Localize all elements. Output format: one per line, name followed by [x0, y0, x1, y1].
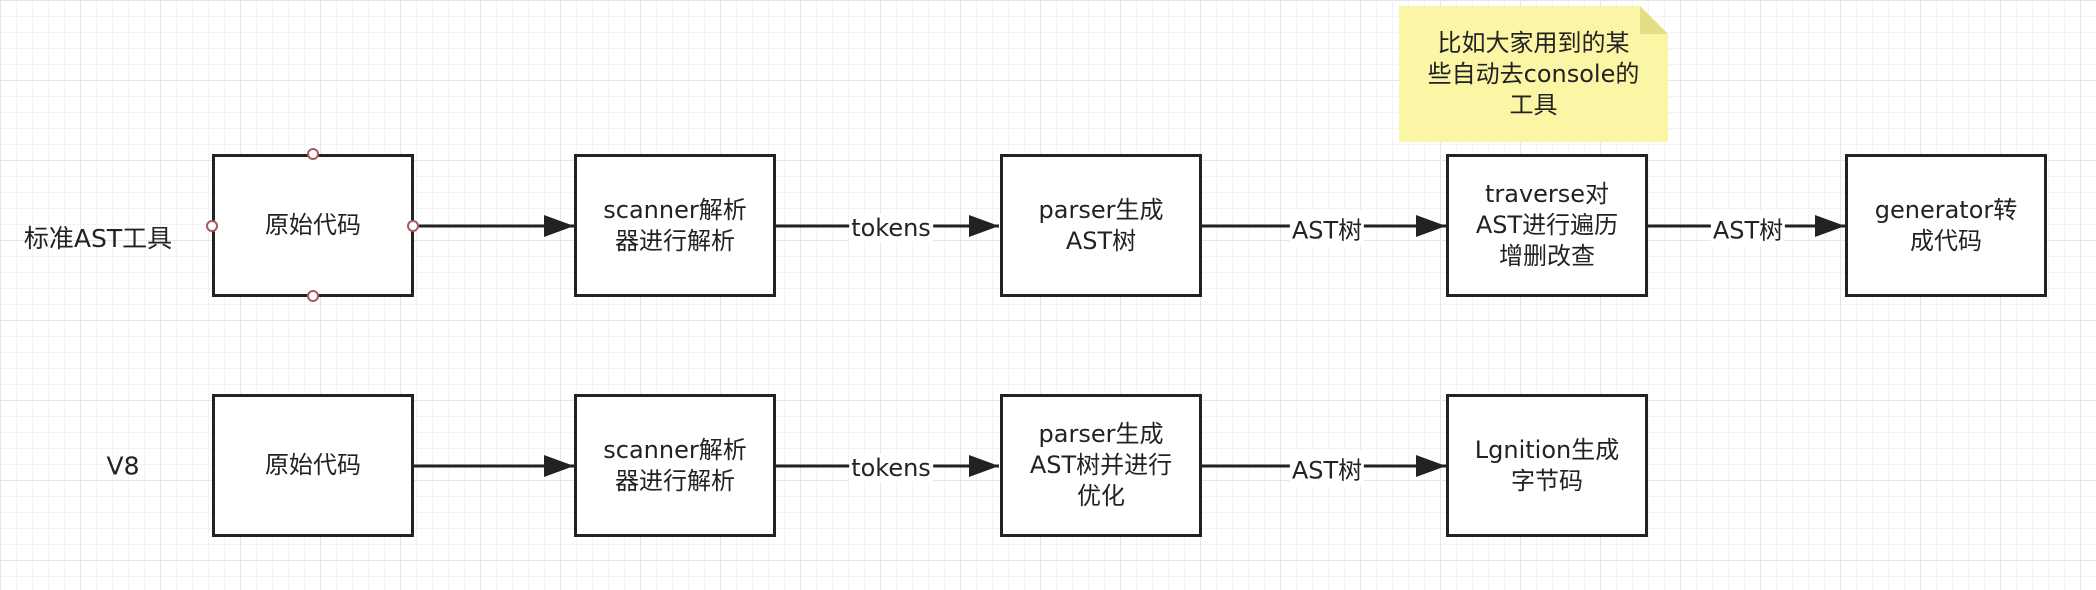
- node-std-traverse[interactable]: traverse对 AST进行遍历 增删改查: [1446, 154, 1648, 297]
- edge-label-std-tokens: tokens: [849, 214, 933, 242]
- selection-handle-top[interactable]: [307, 148, 319, 160]
- sticky-note[interactable]: 比如大家用到的某 些自动去console的 工具: [1399, 6, 1668, 142]
- row-label-standard-ast: 标准AST工具: [23, 224, 173, 253]
- selection-handle-left[interactable]: [206, 220, 218, 232]
- edge-label-std-ast-1: AST树: [1289, 210, 1365, 246]
- node-v8-scanner[interactable]: scanner解析 器进行解析: [574, 394, 776, 537]
- edge-label-v8-ast: AST树: [1289, 450, 1365, 486]
- node-std-scanner[interactable]: scanner解析 器进行解析: [574, 154, 776, 297]
- selection-handle-right[interactable]: [407, 220, 419, 232]
- node-v8-ignition[interactable]: Lgnition生成 字节码: [1446, 394, 1648, 537]
- selection-handle-bottom[interactable]: [307, 290, 319, 302]
- row-label-v8: V8: [106, 451, 140, 481]
- node-v8-source-code[interactable]: 原始代码: [212, 394, 414, 537]
- node-v8-parser[interactable]: parser生成 AST树并进行 优化: [1000, 394, 1202, 537]
- edge-label-v8-tokens: tokens: [849, 454, 933, 482]
- node-std-parser[interactable]: parser生成 AST树: [1000, 154, 1202, 297]
- edge-label-std-ast-2: AST树: [1710, 210, 1786, 246]
- node-std-generator[interactable]: generator转 成代码: [1845, 154, 2047, 297]
- node-std-source-code[interactable]: 原始代码: [212, 154, 414, 297]
